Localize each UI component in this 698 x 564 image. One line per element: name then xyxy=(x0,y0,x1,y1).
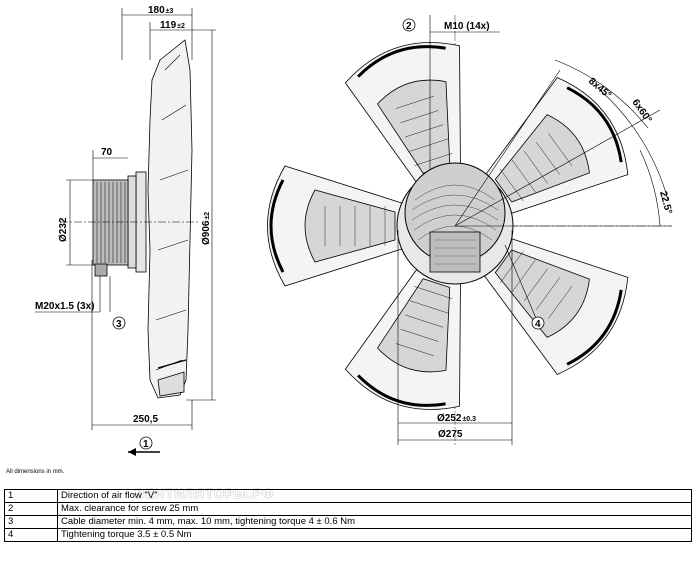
callout-4: 4 xyxy=(531,316,545,330)
legend-text: Cable diameter min. 4 mm, max. 10 mm, ti… xyxy=(57,515,692,529)
side-dimension-lines xyxy=(35,8,216,430)
legend-number: 1 xyxy=(4,489,58,503)
svg-text:1: 1 xyxy=(143,439,149,450)
side-blade-profile xyxy=(147,39,193,399)
terminal-box xyxy=(429,231,481,273)
legend-text: Tightening torque 3.5 ± 0.5 Nm xyxy=(57,528,692,542)
dim-thread: M20x1.5 (3x) xyxy=(35,301,94,312)
dim-hub-depth: 119±2 xyxy=(160,20,185,31)
callout-3: 3 xyxy=(112,316,126,330)
technical-drawing: 180±3 119±2 70 Ø232 Ø906±2 M20x1.5 (3x) … xyxy=(35,5,674,456)
legend-number: 4 xyxy=(4,528,58,542)
dim-overall-depth: 180±3 xyxy=(148,5,174,16)
svg-text:4: 4 xyxy=(535,319,541,330)
dim-angle-22: 22.5° xyxy=(657,190,674,216)
legend-text: Max. clearance for screw 25 mm xyxy=(57,502,692,516)
dim-motor-diameter: Ø232 xyxy=(58,217,69,242)
svg-text:3: 3 xyxy=(116,319,122,330)
fan-blade xyxy=(267,165,406,287)
fan-blade xyxy=(344,266,461,410)
side-motor xyxy=(92,179,129,266)
dim-bolt-circle-2: Ø275 xyxy=(438,429,463,440)
dim-mount-thread: M10 (14x) xyxy=(444,21,490,32)
dim-bolt-circle-1: Ø252±0.3 xyxy=(437,413,476,424)
front-view xyxy=(267,15,672,445)
callout-2: 2 xyxy=(402,18,416,32)
front-dimension-lines xyxy=(397,15,672,445)
dim-fan-diameter: Ø906±2 xyxy=(201,212,212,245)
airflow-arrow-icon xyxy=(128,448,136,456)
callout-1: 1 xyxy=(128,436,160,456)
dim-motor-depth: 70 xyxy=(101,147,113,158)
legend-number: 2 xyxy=(4,502,58,516)
legend-text: Direction of air flow "V" xyxy=(57,489,692,503)
svg-text:2: 2 xyxy=(406,21,412,32)
fan-blade xyxy=(482,237,629,375)
dim-guard-depth: 250,5 xyxy=(133,414,158,425)
legend-number: 3 xyxy=(4,515,58,529)
units-note: All dimensions in mm. xyxy=(6,469,65,475)
side-view xyxy=(60,39,200,399)
fan-blade xyxy=(344,42,461,186)
fan-blade xyxy=(482,77,629,215)
